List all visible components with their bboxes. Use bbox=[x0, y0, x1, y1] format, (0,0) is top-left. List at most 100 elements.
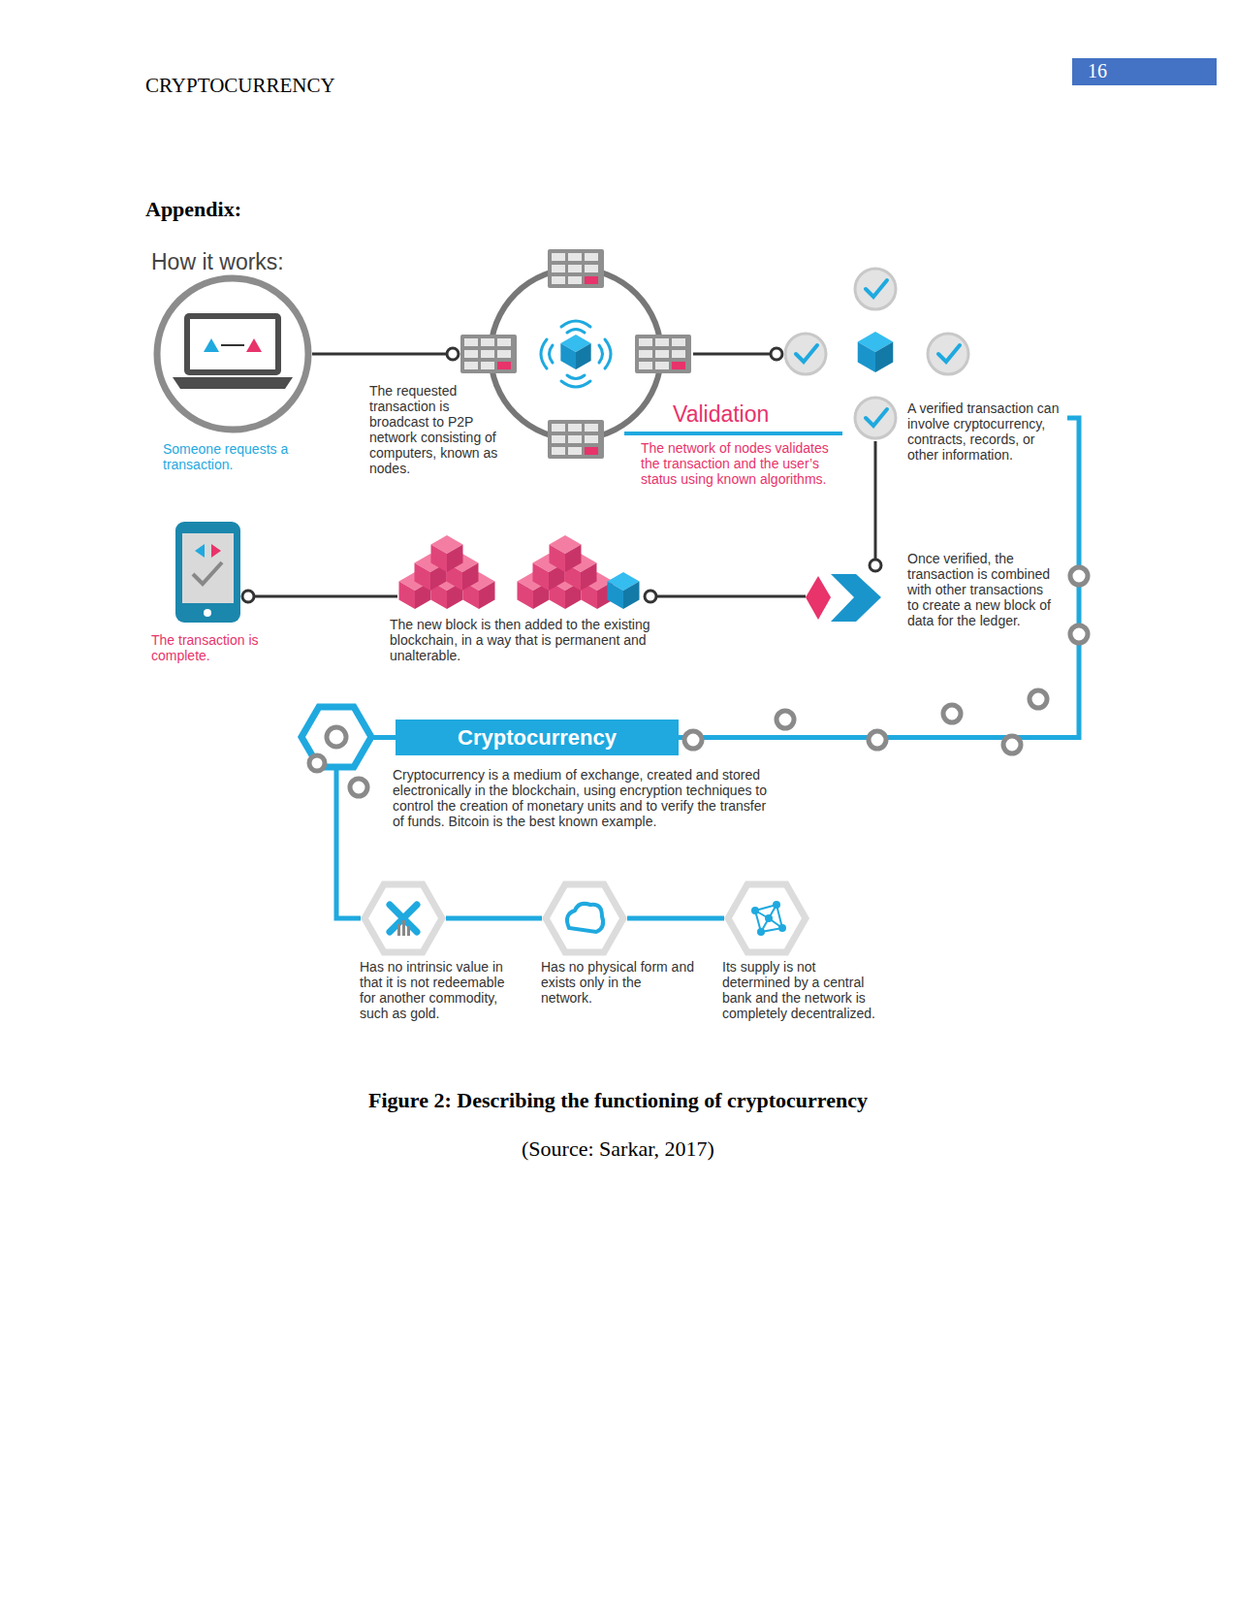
cube-face bbox=[548, 544, 566, 573]
server-slot bbox=[655, 338, 669, 347]
server-slot bbox=[655, 349, 669, 358]
band-heading: Cryptocurrency bbox=[395, 719, 679, 756]
server-slot bbox=[671, 349, 686, 358]
node-icon bbox=[153, 274, 313, 434]
source-note: (Source: Sarkar, 2017) bbox=[0, 1136, 1236, 1162]
connector-line bbox=[445, 916, 542, 921]
validation-node: ValidationThe network of nodes validates… bbox=[782, 265, 972, 378]
diagram-title: How it works: bbox=[151, 249, 285, 276]
hexagon-outline bbox=[728, 884, 806, 952]
connector bbox=[312, 348, 459, 360]
cube-face bbox=[446, 544, 464, 573]
server-slot bbox=[584, 276, 599, 285]
page-number: 16 bbox=[1087, 60, 1108, 83]
server-slot bbox=[584, 435, 599, 444]
cube-face bbox=[580, 563, 598, 592]
server-slot bbox=[551, 435, 566, 444]
network-dot bbox=[757, 927, 765, 936]
server-slot bbox=[638, 349, 653, 358]
network-dot bbox=[764, 914, 773, 922]
network-node: The requested transaction is broadcast t… bbox=[458, 247, 694, 461]
step-text: Cryptocurrency is a medium of exchange, … bbox=[392, 766, 781, 829]
connector bbox=[693, 348, 783, 360]
server-slot bbox=[551, 276, 566, 285]
server-slot bbox=[584, 446, 599, 455]
bar-icon bbox=[402, 919, 406, 936]
server-slot bbox=[638, 338, 653, 347]
step-text: Has no physical form and exists only in … bbox=[540, 958, 697, 1006]
step-text: A verified transaction can involve crypt… bbox=[907, 400, 1068, 463]
check-mark bbox=[865, 280, 888, 297]
arrow-line bbox=[221, 344, 245, 347]
check-circle bbox=[927, 333, 969, 375]
connector-line bbox=[627, 916, 725, 921]
section-label: Appendix: bbox=[145, 196, 242, 222]
connector bbox=[627, 918, 725, 920]
server-slot bbox=[568, 435, 582, 444]
step-text: Someone requests a transaction. bbox=[162, 441, 323, 473]
running-head: CRYPTOCURRENCY bbox=[145, 73, 336, 98]
node-icon bbox=[724, 875, 810, 961]
bar-icon bbox=[397, 923, 401, 936]
phone-node: The transaction is complete. bbox=[173, 519, 243, 625]
verified-node: A verified transaction can involve crypt… bbox=[852, 394, 1068, 442]
step-text: The requested transaction is broadcast t… bbox=[369, 382, 506, 476]
cube-icon bbox=[560, 334, 591, 370]
server-slot bbox=[480, 361, 495, 370]
network-dot bbox=[778, 923, 787, 932]
server-slot bbox=[551, 446, 566, 455]
server-slot bbox=[551, 423, 566, 432]
phone-button bbox=[203, 608, 212, 617]
server-slot bbox=[638, 361, 653, 370]
cube-icon bbox=[430, 535, 463, 572]
cube-face bbox=[565, 544, 582, 573]
step-text: The network of nodes validates the trans… bbox=[640, 440, 830, 487]
laptop-base bbox=[172, 377, 293, 389]
server-icon bbox=[547, 419, 604, 459]
server-slot bbox=[464, 349, 478, 358]
cube-icon bbox=[606, 571, 639, 609]
server-body bbox=[634, 334, 692, 374]
server-body bbox=[547, 249, 604, 288]
server-slot bbox=[551, 253, 566, 261]
network-lines bbox=[755, 904, 783, 932]
blockchain-node: The new block is then added to the exist… bbox=[397, 535, 645, 609]
chain-bead bbox=[868, 730, 887, 749]
chain-bead bbox=[1070, 567, 1088, 585]
check-icon bbox=[927, 333, 969, 375]
property-hexagon: Has no physical form and exists only in … bbox=[541, 875, 628, 961]
connector-line bbox=[644, 595, 806, 599]
cube-face bbox=[462, 563, 479, 592]
laptop-node: Someone requests a transaction. bbox=[153, 274, 313, 434]
server-slot bbox=[671, 338, 686, 347]
server-slot bbox=[568, 253, 582, 261]
node-icon bbox=[541, 875, 628, 961]
cryptocurrency-band: CryptocurrencyCryptocurrency is a medium… bbox=[395, 719, 679, 756]
connector-line bbox=[693, 352, 783, 356]
triangle-icon bbox=[203, 338, 220, 352]
laptop-display bbox=[190, 318, 276, 370]
hexagon-outline bbox=[545, 884, 624, 952]
cube-face bbox=[560, 343, 576, 370]
cube-face bbox=[532, 563, 549, 592]
server-slot bbox=[568, 423, 582, 432]
connector-line bbox=[312, 352, 459, 356]
node-icon bbox=[782, 265, 972, 378]
server-slot bbox=[497, 349, 511, 358]
connector-line bbox=[242, 595, 398, 599]
page-number-box bbox=[1072, 58, 1217, 86]
cube-face bbox=[606, 581, 624, 610]
property-hexagon: Has no intrinsic value in that it is not… bbox=[360, 875, 446, 961]
connector-end-dot bbox=[869, 559, 882, 571]
node-icon bbox=[805, 570, 883, 625]
cube-face bbox=[478, 581, 496, 610]
cloud-icon bbox=[567, 903, 603, 932]
connector-end-dot bbox=[770, 348, 783, 360]
connector bbox=[644, 590, 806, 603]
figure-caption: Figure 2: Describing the functioning of … bbox=[0, 1087, 1236, 1113]
combine-node: Once verified, the transaction is combin… bbox=[805, 570, 883, 625]
step-text: The transaction is complete. bbox=[151, 632, 278, 664]
triangle-icon bbox=[211, 543, 222, 558]
cube-face bbox=[875, 342, 893, 374]
server-slot bbox=[568, 264, 582, 273]
